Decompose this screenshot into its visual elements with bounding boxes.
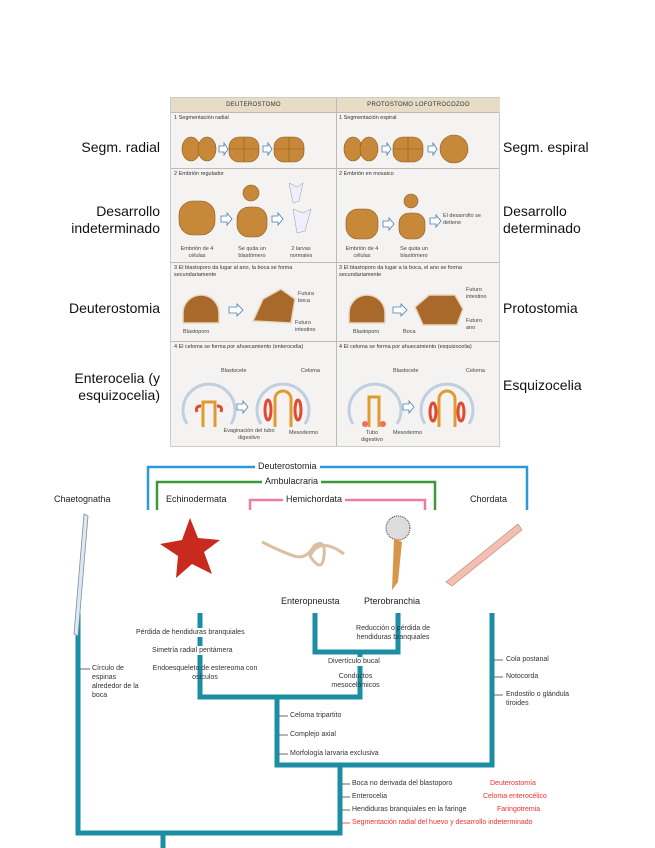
trait-cola-postanal: Cola postanal bbox=[506, 656, 549, 663]
label-protostomia: Protostomia bbox=[503, 300, 578, 316]
coelom-illustration bbox=[181, 382, 475, 427]
clade-hemichordata: Hemichordata bbox=[283, 494, 346, 504]
label-desarrollo-indeterminado: Desarrollo indeterminado bbox=[71, 203, 160, 236]
taxon-chaetognatha: Chaetognatha bbox=[54, 494, 111, 504]
label-segm-radial: Segm. radial bbox=[81, 139, 160, 155]
acorn-worm-drawing bbox=[261, 540, 345, 567]
trait-endostilo: Endostilo o glándula tiroides bbox=[506, 691, 570, 707]
row-embryo-type: 2 Embrión regulador 2 Embrión en mosaico… bbox=[171, 168, 499, 263]
chaetognath-drawing bbox=[73, 513, 89, 637]
caption-futura-boca: Futura boca bbox=[298, 291, 314, 304]
trait-enterocelia: Enterocelia bbox=[352, 793, 388, 800]
row4-right-title: 4 El celoma se forma por ahuecamiento (e… bbox=[339, 344, 472, 350]
header-deuterostomo: DEUTEROSTOMO bbox=[171, 98, 336, 112]
trait-reduccion-hendiduras: Reducción o pérdida de hendiduras branqu… bbox=[356, 625, 430, 641]
taxon-enteropneusta: Enteropneusta bbox=[281, 596, 340, 606]
caption-desarrollo-detiene: El desarrollo se detiene bbox=[443, 213, 481, 226]
row-blastopore: 3 El blastoporo da lugar al ano, la boca… bbox=[171, 262, 499, 342]
term-celoma-enterocelico: Celoma enterocélico bbox=[483, 793, 547, 800]
caption-embrion-4: Embrión de 4 células bbox=[180, 246, 214, 259]
label-esquizocelia: Esquizocelia bbox=[503, 377, 582, 393]
caption-embrion-4-right: Embrión de 4 células bbox=[345, 246, 379, 259]
row-coelom: 4 El celoma se forma por ahuecamiento (e… bbox=[171, 341, 499, 447]
caption-blastoporo: Blastoporo bbox=[183, 329, 210, 335]
caption-larvas-normales: 2 larvas normales bbox=[289, 246, 313, 259]
term-deuterostomia: Deuterostomía bbox=[490, 780, 536, 787]
caption-mesodermo: Mesodermo bbox=[289, 430, 319, 436]
trait-simetria-radial: Simetría radial pentámera bbox=[152, 646, 233, 655]
label-deuterostomia: Deuterostomia bbox=[68, 300, 160, 316]
caption-blastocele-right: Blastocele bbox=[393, 368, 419, 374]
lancelet-drawing bbox=[445, 523, 523, 587]
caption-blastoporo-right: Blastoporo bbox=[353, 329, 380, 335]
trait-diverticulo-bucal: Divertículo bucal bbox=[328, 657, 380, 666]
column-divider bbox=[336, 98, 337, 446]
caption-quita-blastomero-right: Se quita un blastómero bbox=[400, 246, 428, 259]
row3-left-title: 3 El blastoporo da lugar al ano, la boca… bbox=[174, 265, 293, 278]
trait-hendiduras-faringe: Hendiduras branquiales en la faringe bbox=[352, 806, 467, 813]
label-desarrollo-determinado: Desarrollo determinado bbox=[503, 203, 581, 236]
caption-blastocele: Blastocele bbox=[221, 368, 247, 374]
row3-right-title: 3 El blastoporo da lugar a la boca, el a… bbox=[339, 265, 462, 278]
trait-segmentacion-radial: Segmentación radial del huevo y desarrol… bbox=[352, 819, 533, 826]
cleavage-illustration bbox=[181, 134, 469, 164]
taxon-echinodermata: Echinodermata bbox=[166, 494, 227, 504]
trait-perdida-hendiduras: Pérdida de hendiduras branquiales bbox=[136, 628, 245, 637]
taxon-chordata: Chordata bbox=[470, 494, 508, 504]
trait-circulo-espinas: Círculo de espinas alrededor de la boca bbox=[92, 665, 139, 699]
caption-celoma: Celoma bbox=[301, 368, 320, 374]
trait-complejo-axial: Complejo axial bbox=[290, 731, 336, 738]
caption-boca: Boca bbox=[403, 329, 416, 335]
embryo-illustration bbox=[178, 182, 442, 240]
row-segmentation: 1 Segmentación radial 1 Segmentación esp… bbox=[171, 112, 499, 169]
clade-deuterostomia: Deuterostomia bbox=[255, 461, 320, 471]
caption-futuro-intestino-right: Futuro intestino bbox=[466, 287, 487, 300]
trait-celoma-tripartito: Celoma tripartito bbox=[290, 712, 342, 719]
caption-futuro-intestino: Futuro intestino bbox=[295, 320, 316, 333]
taxon-pterobranchia: Pterobranchia bbox=[364, 596, 421, 606]
row2-right-title: 2 Embrión en mosaico bbox=[339, 171, 394, 177]
label-segm-espiral: Segm. espiral bbox=[503, 139, 589, 155]
trait-notocorda: Notocorda bbox=[506, 673, 539, 680]
caption-celoma-right: Celoma bbox=[466, 368, 485, 374]
comparison-figure: DEUTEROSTOMO PROTOSTOMO LOFOTROCOZOO 1 S… bbox=[170, 97, 500, 447]
starfish-drawing bbox=[160, 518, 220, 578]
trait-endoesqueleto: Endoesqueleto de estereoma con osículos bbox=[152, 665, 258, 681]
caption-mesodermo-right: Mesodermo bbox=[393, 430, 423, 436]
pterobranch-drawing bbox=[385, 515, 411, 590]
caption-evaginacion: Evaginación del tubo digestivo bbox=[223, 428, 275, 441]
caption-futuro-ano: Futuro ano bbox=[466, 318, 482, 331]
trait-boca-no-blastoporo: Boca no derivada del blastoporo bbox=[352, 780, 453, 787]
trait-conductos-mesocelomicos: Conductos mesocelómicos bbox=[331, 673, 380, 689]
row4-left-title: 4 El celoma se forma por ahuecamiento (e… bbox=[174, 344, 304, 350]
label-enterocelia: Enterocelia (y esquizocelia) bbox=[74, 370, 160, 403]
clade-ambulacraria: Ambulacraria bbox=[262, 476, 322, 486]
blastopore-illustration bbox=[182, 288, 464, 326]
caption-quita-blastomero: Se quita un blastómero bbox=[238, 246, 266, 259]
row2-left-title: 2 Embrión regulador bbox=[174, 171, 224, 177]
trait-morfologia-larvaria: Morfología larvaria exclusiva bbox=[290, 750, 379, 757]
caption-tubo-digestivo: Tubo digestivo bbox=[361, 430, 383, 443]
term-faringotremia: Faringotremia bbox=[497, 806, 541, 813]
row1-right-title: 1 Segmentación espiral bbox=[339, 115, 397, 121]
header-protostomo: PROTOSTOMO LOFOTROCOZOO bbox=[337, 98, 500, 112]
row1-left-title: 1 Segmentación radial bbox=[174, 115, 229, 121]
